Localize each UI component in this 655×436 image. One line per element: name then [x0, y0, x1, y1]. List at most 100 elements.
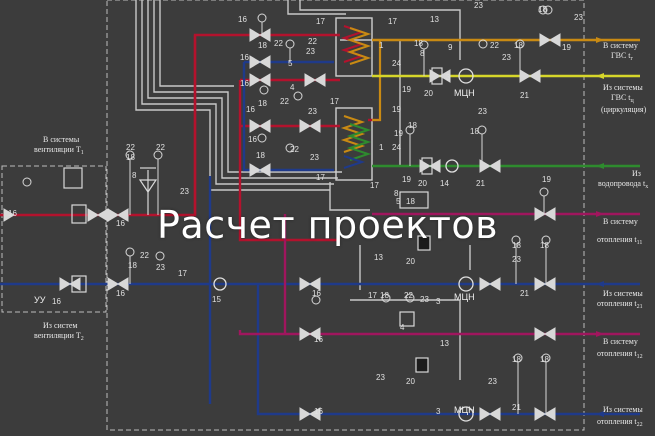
svg-text:В систему: В систему	[603, 337, 638, 346]
svg-text:22: 22	[156, 143, 165, 152]
svg-text:22: 22	[280, 97, 289, 106]
svg-text:8: 8	[132, 171, 137, 180]
svg-text:16: 16	[8, 209, 17, 218]
exchanger-label-upper: 1	[379, 41, 384, 50]
svg-text:17: 17	[316, 173, 325, 182]
svg-text:16: 16	[238, 15, 247, 24]
callout-numbers: 16 18 22 22 23 17 17 13 23 18 23 16 5 16…	[8, 1, 583, 416]
svg-text:16: 16	[116, 289, 125, 298]
label-uu: УУ	[34, 295, 46, 305]
arrow-heating2-return	[596, 411, 604, 417]
svg-text:18: 18	[540, 241, 549, 250]
svg-text:21: 21	[476, 179, 485, 188]
svg-text:19: 19	[402, 85, 411, 94]
svg-text:18: 18	[406, 197, 415, 206]
svg-text:18: 18	[470, 127, 479, 136]
label-vent-to: В системы вентиляции T1	[34, 135, 84, 156]
svg-text:В систему: В систему	[603, 217, 638, 226]
svg-text:13: 13	[430, 15, 439, 24]
meter-uu-1	[71, 204, 87, 224]
outlet-heating-return-2: Из системы отопления t22	[597, 405, 643, 428]
svg-text:22: 22	[140, 251, 149, 260]
svg-text:Из: Из	[632, 169, 641, 178]
pump-cold	[445, 159, 459, 173]
svg-text:23: 23	[478, 107, 487, 116]
metering-boundary	[1, 165, 107, 313]
svg-text:16: 16	[314, 335, 323, 344]
svg-text:18: 18	[128, 261, 137, 270]
svg-text:16: 16	[116, 219, 125, 228]
svg-text:18: 18	[512, 355, 521, 364]
return-blue-lines	[0, 60, 640, 416]
meter-heat-calc	[63, 167, 83, 189]
svg-text:16: 16	[312, 289, 321, 298]
svg-text:18: 18	[258, 99, 267, 108]
svg-text:17: 17	[178, 269, 187, 278]
svg-text:ГВС tг: ГВС tг	[611, 51, 634, 62]
svg-text:3: 3	[446, 73, 451, 82]
svg-text:4: 4	[290, 83, 295, 92]
svg-text:(циркуляция): (циркуляция)	[601, 105, 647, 114]
svg-text:13: 13	[440, 339, 449, 348]
svg-text:21: 21	[520, 289, 529, 298]
svg-text:вентиляции T1: вентиляции T1	[34, 145, 84, 156]
regulator-uu	[138, 167, 158, 215]
exchanger-label-lower: 1	[379, 143, 384, 152]
arrow-gvs-supply	[596, 37, 604, 43]
svg-text:отопления t11: отопления t11	[597, 235, 642, 246]
expansion-tank-2	[415, 357, 429, 373]
meter-gvs	[431, 67, 443, 85]
svg-text:водопровода tx: водопровода tx	[598, 179, 648, 190]
sensor-stems	[129, 22, 547, 414]
expansion-tank-1	[417, 235, 431, 251]
svg-text:23: 23	[310, 153, 319, 162]
svg-text:14: 14	[440, 179, 449, 188]
svg-text:21: 21	[512, 403, 521, 412]
svg-text:19: 19	[562, 43, 571, 52]
svg-text:18: 18	[256, 151, 265, 160]
svg-text:21: 21	[520, 91, 529, 100]
svg-text:23: 23	[574, 13, 583, 22]
label-vent-from: Из систем вентиляции T2	[34, 321, 84, 342]
svg-text:23: 23	[180, 187, 189, 196]
svg-text:24: 24	[392, 59, 401, 68]
svg-text:Из системы: Из системы	[603, 83, 643, 92]
svg-text:22: 22	[490, 41, 499, 50]
svg-text:17: 17	[330, 97, 339, 106]
svg-text:16: 16	[52, 297, 61, 306]
svg-text:ГВС tц: ГВС tц	[611, 93, 635, 104]
pump-uu	[213, 277, 227, 291]
flow-arrows	[596, 37, 604, 417]
svg-text:18: 18	[258, 41, 267, 50]
svg-text:23: 23	[306, 47, 315, 56]
svg-text:16: 16	[246, 105, 255, 114]
svg-text:17: 17	[370, 181, 379, 190]
heat-exchanger-gvs-lower	[335, 107, 373, 181]
svg-text:18: 18	[126, 153, 135, 162]
svg-text:20: 20	[424, 89, 433, 98]
svg-text:22: 22	[126, 143, 135, 152]
svg-text:23: 23	[474, 1, 483, 10]
heat-exchanger-gvs-upper	[335, 17, 373, 77]
outlet-heating-supply-1: В систему отопления t11	[597, 217, 642, 246]
outlet-cold-water: Из водопровода tx	[598, 169, 648, 190]
gvs-orange-link	[372, 40, 382, 122]
meter-cold	[421, 157, 433, 175]
svg-text:18: 18	[408, 121, 417, 130]
svg-text:отопления t12: отопления t12	[597, 349, 643, 360]
svg-text:15: 15	[212, 295, 221, 304]
svg-text:Из системы: Из системы	[603, 405, 643, 414]
svg-text:В систему: В систему	[603, 41, 638, 50]
svg-text:18: 18	[512, 241, 521, 250]
box-14	[399, 191, 429, 209]
svg-text:23: 23	[308, 107, 317, 116]
svg-text:23: 23	[488, 377, 497, 386]
svg-text:19: 19	[392, 105, 401, 114]
svg-text:3: 3	[436, 407, 441, 416]
svg-text:отопления t21: отопления t21	[597, 299, 643, 310]
svg-text:18: 18	[414, 39, 423, 48]
svg-text:16: 16	[314, 407, 323, 416]
svg-text:13: 13	[374, 253, 383, 262]
